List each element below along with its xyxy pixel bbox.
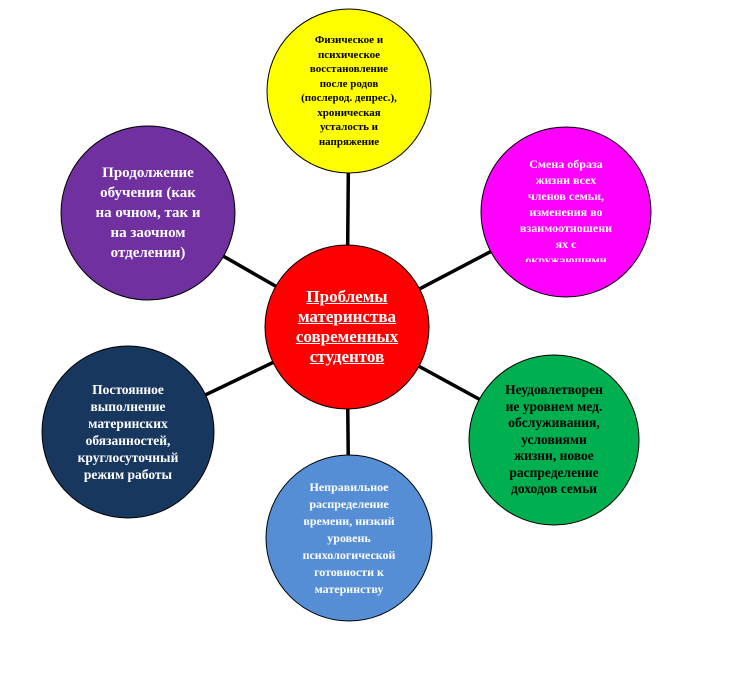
node-continuing-education-circle bbox=[60, 125, 236, 301]
node-lifestyle-change-label: Смена образа жизни всех членов семьи, из… bbox=[519, 157, 613, 262]
node-continuing-education-label: Продолжение обучения (как на очном, так … bbox=[95, 165, 201, 261]
node-physical-recovery-circle bbox=[266, 8, 432, 174]
node-maternal-duties-label: Постоянное выполнение материнских обязан… bbox=[77, 382, 179, 482]
node-dissatisfaction-circle bbox=[468, 354, 640, 526]
node-time-distribution-label: Неправильное распределение времени, низк… bbox=[302, 479, 396, 596]
node-physical-recovery-label: Физическое и психическое восстановление … bbox=[301, 34, 397, 148]
center-node-label: Проблемы материнства современных студент… bbox=[295, 287, 399, 366]
circles bbox=[41, 8, 652, 622]
node-lifestyle-change-circle bbox=[480, 126, 652, 298]
node-maternal-duties-circle bbox=[41, 345, 215, 519]
node-time-distribution-circle bbox=[265, 454, 433, 622]
center-node-circle bbox=[264, 244, 430, 410]
node-dissatisfaction-label: Неудовлетворен ие уровнем мед. обслужива… bbox=[505, 382, 603, 497]
